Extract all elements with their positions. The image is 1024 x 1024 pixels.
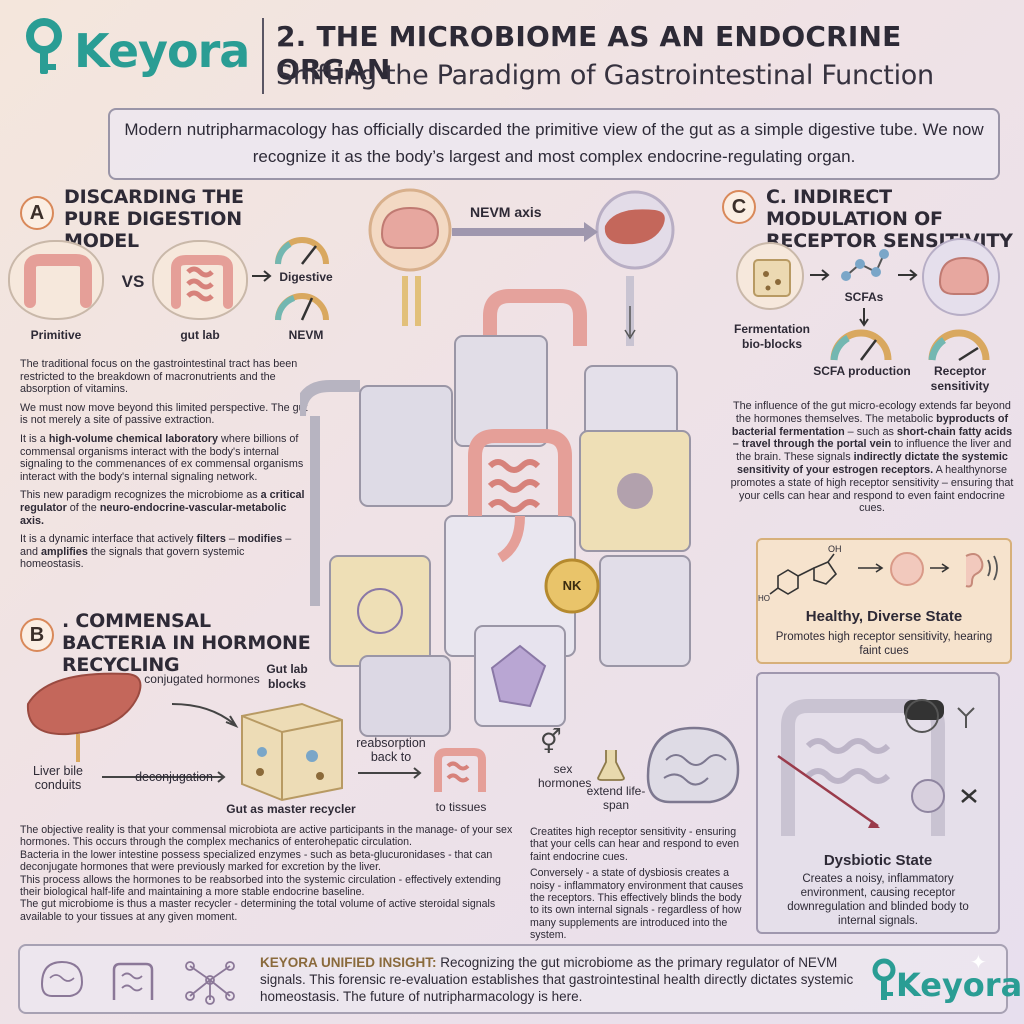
extend-lifespan-label: extend life-span [586, 784, 646, 812]
ear-icon [965, 553, 998, 588]
arrow-right-icon [171, 703, 239, 729]
ho-label: HO [758, 594, 770, 603]
liver-icon [26, 672, 142, 762]
gut-lab-icon [152, 240, 248, 320]
oh-label: OH [828, 544, 842, 554]
master-recycler-label: Gut as master recycler [226, 802, 356, 816]
keyora-footer-logo: Keyora [896, 966, 1023, 1004]
section-a-text: The traditional focus on the gastrointes… [20, 358, 310, 577]
gut-lab-block-icon [241, 702, 343, 802]
section-a-p4: This new paradigm recognizes the microbi… [20, 489, 305, 527]
keyora-key-icon [26, 18, 62, 74]
section-a-badge: A [20, 196, 54, 230]
digestive-gauge-icon [275, 237, 329, 265]
nk-orb-label: NK [562, 578, 582, 593]
header-divider [262, 18, 264, 94]
nevm-gauge-icon [275, 293, 329, 321]
brain-receptor-icon [922, 238, 1000, 316]
intestine-icon [112, 962, 154, 1000]
arrow-right-icon [858, 563, 884, 573]
intro-banner: Modern nutripharmacology has officially … [108, 108, 1000, 180]
dysbiotic-state-panel: Dysbiotic State Creates a noisy, inflamm… [756, 672, 1000, 934]
fermentation-label: Fermentation bio-blocks [733, 322, 810, 351]
molecule-icon [841, 249, 889, 281]
section-a-p3: It is a high-volume chemical laboratory … [20, 432, 304, 483]
section-a-p5: It is a dynamic interface that actively … [20, 533, 292, 571]
section-b-title: . COMMENSAL BACTERIA IN HORMONE RECYCLIN… [62, 610, 311, 676]
fermentation-block-icon [736, 242, 804, 310]
section-a-title: DISCARDING THE PURE DIGESTION MODEL [64, 186, 244, 252]
dysbiotic-state-title: Dysbiotic State [823, 852, 933, 869]
arrow-right-icon [810, 269, 830, 281]
scfas-label: SCFAs [844, 290, 884, 304]
liver-label: Liver bile conduits [32, 764, 84, 792]
arrow-right-icon [252, 270, 272, 282]
deconjugation-label: deconjugation [135, 770, 213, 784]
section-a-p1: The traditional focus on the gastrointes… [20, 358, 298, 396]
scfa-production-label: SCFA production [813, 364, 911, 378]
nevm-axis-label: NEVM axis [470, 204, 542, 220]
section-a-p2: We must now move beyond this limited per… [20, 401, 308, 427]
page-title: 2. THE MICROBIOME AS AN ENDOCRINE ORGAN [276, 20, 902, 86]
conjugated-hormones-label: conjugated hormones [144, 672, 260, 686]
arrow-right-icon [102, 771, 226, 783]
section-c-text: The influence of the gut micro-ecology e… [730, 400, 1014, 515]
vs-label: VS [121, 272, 145, 291]
section-b-badge: B [20, 618, 54, 652]
brain-icon [40, 960, 84, 997]
healthy-state-desc: Promotes high receptor sensitivity, hear… [775, 631, 993, 657]
section-b-p2: Bacteria in the lower intestine possess … [20, 848, 493, 874]
dysbiotic-state-desc: Creates a noisy, inflammatory environmen… [787, 873, 969, 927]
scfa-gauge-icon [830, 329, 892, 361]
receptor-sensitivity-label: Receptor sensitivity [930, 364, 990, 393]
section-c-badge: C [722, 190, 756, 224]
molecule-structure-icon [769, 553, 838, 595]
primitive-label: Primitive [30, 328, 82, 342]
gender-symbol-icon: ⚥ [540, 729, 562, 756]
arrow-down-icon [859, 308, 869, 327]
healthy-state-title: Healthy, Diverse State [805, 608, 963, 625]
keyora-key-icon [872, 958, 896, 1000]
keyora-logo: Keyora [74, 24, 250, 78]
reabsorption-label: reabsorption back to [356, 736, 426, 764]
gut-lab-blocks-label: Gut lab blocks [266, 662, 308, 691]
brain-illustration [646, 726, 740, 804]
flask-icon [597, 750, 625, 781]
mid-bottom-text: Creatites high receptor sensitivity - en… [530, 826, 750, 942]
mid-bottom-p1: Creatites high receptor sensitivity - en… [530, 826, 740, 863]
section-b-p1: The objective reality is that your comme… [20, 824, 513, 849]
nevm-label: NEVM [288, 328, 324, 342]
insight-text: KEYORA UNIFIED INSIGHT: Recognizing the … [260, 955, 854, 1004]
insight-panel: KEYORA UNIFIED INSIGHT: Recognizing the … [18, 944, 1022, 1014]
receptor-gauge-icon [928, 329, 990, 362]
cell-icon [890, 552, 924, 586]
arrow-right-icon [930, 563, 950, 573]
section-b-text: The objective reality is that your comme… [20, 824, 520, 923]
arrow-right-icon [358, 767, 422, 779]
arrow-right-icon [898, 269, 918, 281]
healthy-state-panel: OH HO Healthy, Diverse State Promotes hi… [756, 538, 1012, 664]
intestine-icon [434, 748, 486, 792]
to-tissues-label: to tissues [435, 800, 487, 814]
sex-hormones-label: sex hormones [538, 762, 592, 790]
damaged-gut-illustration [777, 699, 977, 836]
section-b-p4: The gut microbiome is thus a master recy… [20, 898, 496, 923]
primitive-gut-icon [8, 240, 104, 320]
molecule-network-icon [185, 961, 235, 1005]
sparkle-icon: ✦ [970, 952, 987, 974]
section-b-p3: This process allows the hormones to be r… [20, 873, 501, 899]
page-subtitle: Shifting the Paradigm of Gastrointestina… [276, 60, 934, 91]
central-lab-illustration [300, 188, 691, 737]
digestive-label: Digestive [279, 270, 333, 284]
mid-bottom-p2: Conversely - a state of dysbiosis create… [530, 867, 744, 942]
gut-lab-label: gut lab [180, 328, 220, 342]
